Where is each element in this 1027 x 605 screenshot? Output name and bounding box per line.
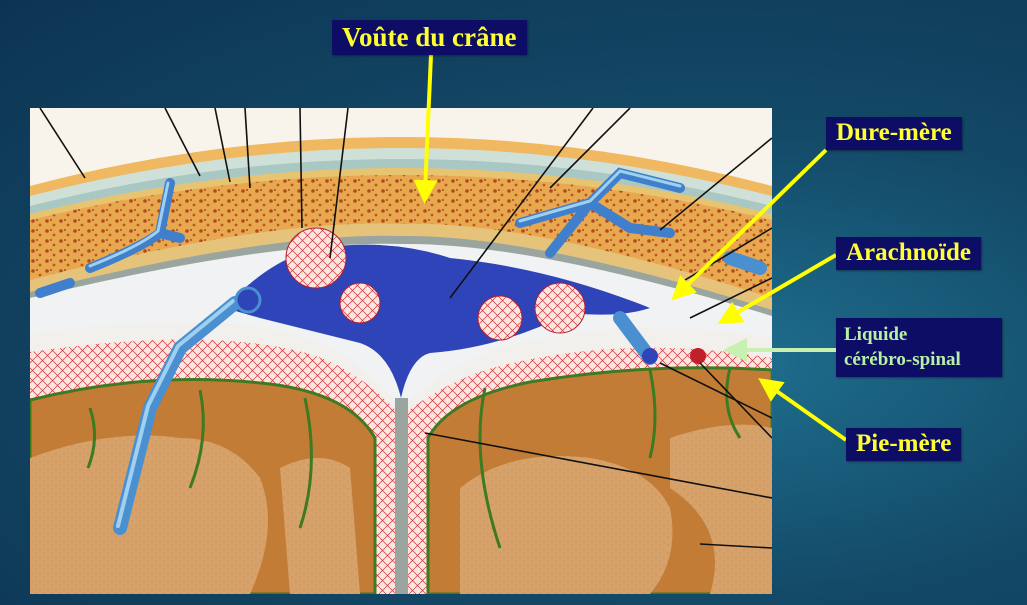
pia-arrow	[768, 385, 846, 440]
meninges-illustration	[30, 108, 772, 594]
csf-label-line2: cérébro-spinal	[844, 349, 961, 370]
arachnoid-label: Arachnoïde	[836, 237, 981, 270]
skull-vault-label: Voûte du crâne	[332, 20, 527, 55]
csf-label-line1: Liquide	[844, 324, 907, 345]
csf-label: Liquide cérébro-spinal	[836, 318, 1002, 377]
pia-mater-label: Pie-mère	[846, 428, 961, 461]
dura-mater-label: Dure-mère	[826, 117, 962, 150]
meninges-drawing	[30, 108, 772, 594]
